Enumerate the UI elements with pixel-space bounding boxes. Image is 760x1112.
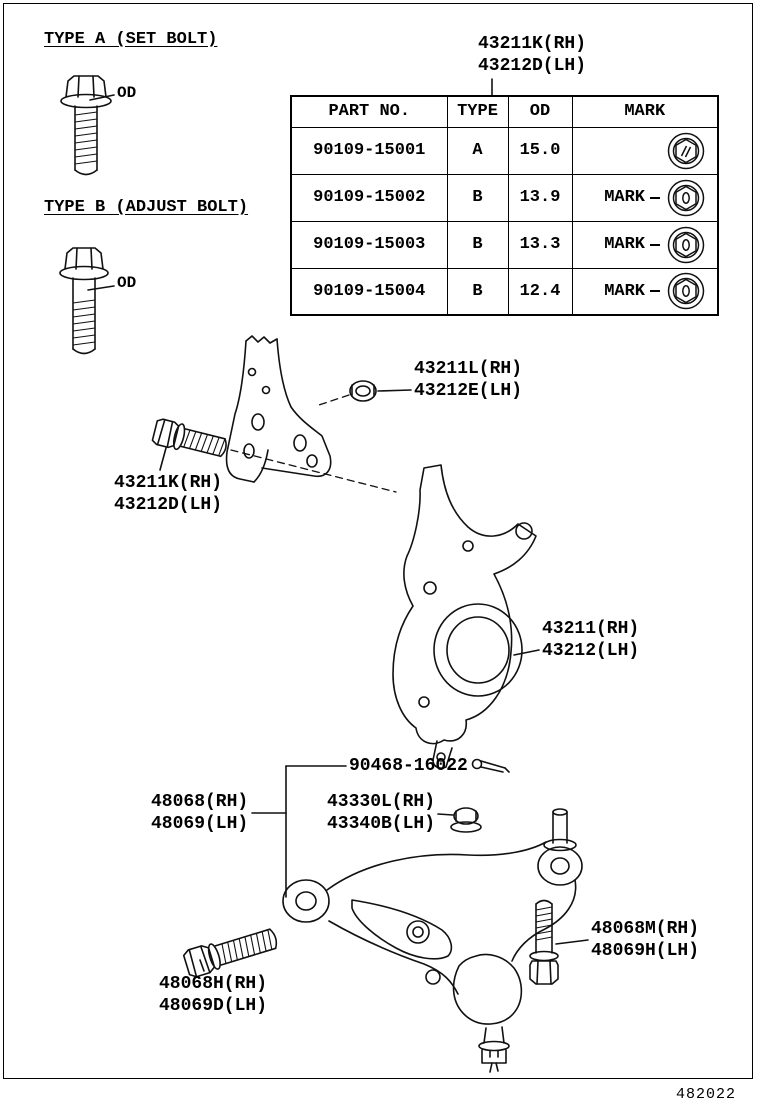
type-b-bolt-drawing <box>59 247 109 355</box>
part-number-label: 43212E(LH) <box>414 381 523 401</box>
part-number-label: 43340B(LH) <box>327 814 436 834</box>
part-number-label: 43211(RH) <box>542 619 640 639</box>
table-row: 90109-15003 B 13.3 MARK <box>290 220 719 269</box>
page-border-frame <box>3 3 753 1079</box>
knuckle-bolt-leader <box>159 447 167 471</box>
part-number-label: 43211K(RH) <box>478 34 587 54</box>
od-label-b: OD <box>117 274 137 292</box>
knuckle-callout: 43211(RH) 43212(LH) <box>542 618 639 662</box>
part-number-label: 48069D(LH) <box>159 996 268 1016</box>
od-label-a: OD <box>117 84 137 102</box>
strut-bracket-drawing <box>225 335 332 483</box>
figure-code: 482022 <box>676 1086 737 1103</box>
knuckle-leader <box>513 649 540 656</box>
od-a-leader <box>89 94 115 101</box>
arm-front-bolt-drawing <box>182 928 278 978</box>
lower-arm-callout: 48068(RH) 48069(LH) <box>151 791 248 835</box>
table-ref-callout: 43211K(RH) 43212D(LH) <box>478 33 586 77</box>
col-mark: MARK <box>571 95 719 128</box>
table-row: 90109-15004 B 12.4 MARK <box>290 267 719 316</box>
part-no-cell: 90109-15001 <box>290 126 448 175</box>
part-number-label: 48068H(RH) <box>159 974 268 994</box>
part-number-label: 43211K(RH) <box>114 473 223 493</box>
bolt-axis-dashed-line <box>230 449 397 493</box>
hex-head-zero-mark-icon <box>667 179 705 216</box>
strut-nut-drawing <box>349 380 377 402</box>
mark-label: MARK <box>604 235 645 254</box>
arm-front-bolt-callout: 48068H(RH) 48069D(LH) <box>159 973 267 1017</box>
od-cell: 15.0 <box>507 126 573 175</box>
part-number-label: 43211L(RH) <box>414 359 523 379</box>
part-number-label: 90468-16022 <box>349 756 468 776</box>
type-cell: B <box>446 220 509 269</box>
col-part-no: PART NO. <box>290 95 448 128</box>
mark-leader-line <box>650 290 660 293</box>
mark-label: MARK <box>604 281 645 301</box>
strut-nut-leader <box>377 389 412 392</box>
balljoint-nut-callout: 43330L(RH) 43340B(LH) <box>327 791 435 835</box>
part-number-label: 48068M(RH) <box>591 919 700 939</box>
mark-label: MARK <box>604 188 645 207</box>
part-number-label: 43212(LH) <box>542 641 640 661</box>
part-number-label: 43212D(LH) <box>478 56 587 76</box>
arm-rear-bolt-drawing <box>529 899 559 985</box>
type-a-bolt-drawing <box>60 75 112 176</box>
part-no-cell: 90109-15003 <box>290 220 448 269</box>
nut-axis-dashed-line <box>315 394 350 407</box>
clip-drawing <box>471 758 510 773</box>
clip-callout: 90468-16022 <box>349 755 468 777</box>
arm-rear-bolt-leader <box>555 939 589 945</box>
arm-front-bolt-leader <box>199 959 205 972</box>
hex-head-zero-mark-icon <box>667 273 705 310</box>
part-number-label: 43212D(LH) <box>114 495 223 515</box>
type-cell: B <box>446 267 509 316</box>
mark-leader-line <box>650 196 660 199</box>
type-b-legend: TYPE B (ADJUST BOLT) <box>44 198 249 217</box>
knuckle-bolt-callout: 43211K(RH) 43212D(LH) <box>114 472 222 516</box>
hex-head-zero-mark-icon <box>667 226 705 263</box>
part-number-label: 48069(LH) <box>151 814 249 834</box>
type-cell: A <box>446 126 509 175</box>
balljoint-nut-drawing <box>450 807 482 833</box>
table-row: 90109-15002 B 13.9 MARK <box>290 173 719 222</box>
type-a-legend: TYPE A (SET BOLT) <box>44 30 218 49</box>
mark-cell: MARK <box>571 173 719 222</box>
od-cell: 13.9 <box>507 173 573 222</box>
od-cell: 12.4 <box>507 267 573 316</box>
balljoint-nut-leader <box>437 813 454 816</box>
arm-rear-bolt-callout: 48068M(RH) 48069H(LH) <box>591 918 699 962</box>
strut-nut-callout: 43211L(RH) 43212E(LH) <box>414 358 522 402</box>
table-header-row: PART NO. TYPE OD MARK <box>290 95 719 128</box>
mark-cell: MARK <box>571 267 719 316</box>
knuckle-drawing <box>392 464 537 769</box>
part-no-cell: 90109-15002 <box>290 173 448 222</box>
part-number-label: 48068(RH) <box>151 792 249 812</box>
type-cell: B <box>446 173 509 222</box>
knuckle-bolt-drawing <box>151 418 227 458</box>
part-number-label: 43330L(RH) <box>327 792 436 812</box>
col-type: TYPE <box>446 95 509 128</box>
mark-leader-line <box>650 243 660 246</box>
mark-cell <box>571 126 719 175</box>
mark-cell: MARK <box>571 220 719 269</box>
table-row: 90109-15001 A 15.0 <box>290 126 719 175</box>
col-od: OD <box>507 95 573 128</box>
part-no-cell: 90109-15004 <box>290 267 448 316</box>
hex-head-slash-mark-icon <box>667 132 705 169</box>
lower-arm-drawing <box>282 808 583 1073</box>
bolt-spec-table: PART NO. TYPE OD MARK 90109-15001 A 15.0 <box>290 95 719 316</box>
od-cell: 13.3 <box>507 220 573 269</box>
part-number-label: 48069H(LH) <box>591 941 700 961</box>
od-b-leader <box>87 285 115 291</box>
